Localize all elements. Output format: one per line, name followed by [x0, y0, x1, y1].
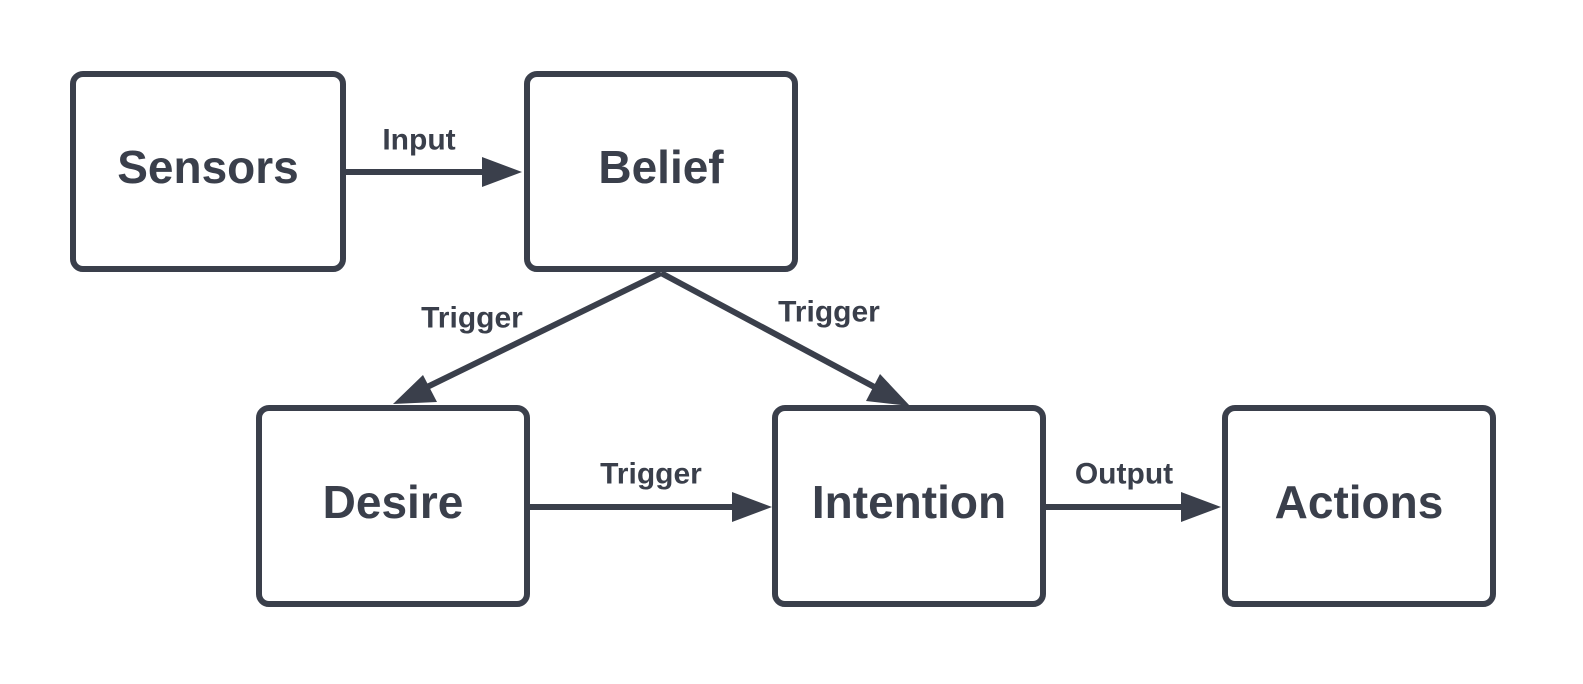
- arrowhead-icon: [482, 157, 522, 187]
- arrowhead-icon: [732, 492, 772, 522]
- node-desire: Desire: [256, 405, 530, 607]
- edge-label-input: Input: [382, 124, 455, 157]
- arrowhead-icon: [866, 374, 910, 406]
- edge-belief-desire: Trigger: [393, 270, 663, 404]
- node-box: [256, 405, 530, 607]
- edge-sensors-belief: Input: [344, 124, 522, 187]
- edge-intention-actions: Output: [1045, 458, 1221, 522]
- node-box: [524, 71, 798, 272]
- node-sensors: Sensors: [70, 71, 346, 272]
- edge-desire-intention: Trigger: [529, 458, 772, 522]
- node-label-desire: Desire: [323, 476, 464, 528]
- node-box: [772, 405, 1046, 607]
- edge-label-trigger: Trigger: [421, 302, 523, 335]
- arrowhead-icon: [1181, 492, 1221, 522]
- node-box: [1222, 405, 1496, 607]
- edge-label-output: Output: [1075, 458, 1173, 491]
- node-label-sensors: Sensors: [117, 141, 299, 193]
- edge-label-trigger: Trigger: [778, 296, 880, 329]
- edge-belief-intention: Trigger: [659, 270, 910, 406]
- node-actions: Actions: [1222, 405, 1496, 607]
- node-belief: Belief: [524, 71, 798, 272]
- node-label-belief: Belief: [598, 141, 724, 193]
- node-box: [70, 71, 346, 272]
- edge-line: [421, 270, 663, 392]
- edge-label-trigger: Trigger: [600, 458, 702, 491]
- node-label-intention: Intention: [812, 476, 1006, 528]
- node-intention: Intention: [772, 405, 1046, 607]
- arrowhead-icon: [393, 375, 437, 404]
- node-label-actions: Actions: [1275, 476, 1444, 528]
- edge-line: [659, 270, 882, 393]
